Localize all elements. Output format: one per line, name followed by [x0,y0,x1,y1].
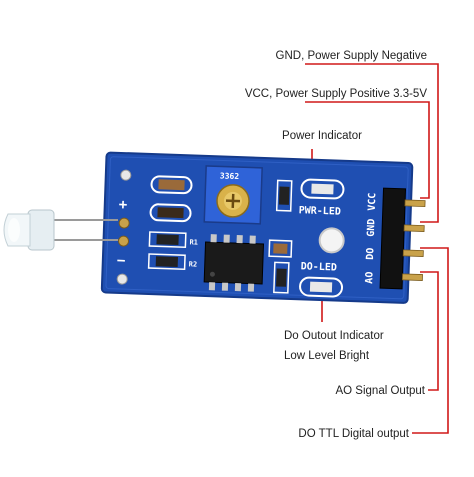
resistor-r4 [273,261,290,294]
resistor-r3 [275,179,293,212]
led-pad-2 [118,235,130,247]
capacitor-c1 [268,239,293,258]
power-led: PWR-LED [299,178,345,218]
do-indicator-sublabel: Low Level Bright [284,350,370,362]
capacitor-1 [150,175,193,195]
led-pad-1 [118,217,130,229]
capacitor-2 [149,203,192,223]
do-label: DO TTL Digital output [298,428,409,440]
svg-text:GND: GND [366,219,378,237]
vcc-leader [305,101,430,199]
resistor-r2: R2 [147,253,198,271]
svg-text:VCC: VCC [367,193,379,211]
vcc-label: VCC, Power Supply Positive 3.3-5V [245,88,427,100]
ir-led [3,209,118,251]
pin-silk-labels: VCC GND DO AO [364,193,378,284]
pin-header [379,187,426,290]
do-indicator-label: Do Outout Indicator [284,330,384,342]
gnd-leader [305,63,439,223]
resistor-r1: R1 [148,231,198,249]
potentiometer: 3362 [203,165,263,225]
mount-hole-center [318,227,345,254]
mount-hole-left [120,169,132,181]
do-led: DO-LED [299,261,344,298]
svg-text:R1: R1 [189,238,198,246]
svg-text:AO: AO [364,272,375,284]
pcb-body [100,151,414,304]
mount-hole-left-bottom [116,273,128,285]
do-led-label: DO-LED [301,261,337,273]
minus-label: − [117,253,126,269]
ao-leader [420,271,439,391]
svg-text:R2: R2 [189,260,198,268]
svg-text:DO: DO [365,248,376,260]
ao-label: AO Signal Output [336,385,426,397]
plus-label: + [119,197,128,213]
pot-marking: 3362 [220,171,240,181]
pwr-led-label: PWR-LED [299,205,342,217]
power-indicator-label: Power Indicator [282,130,362,142]
comparator-ic [203,234,265,292]
pcb-board: + − R1 R2 3362 [100,151,426,304]
gnd-label: GND, Power Supply Negative [276,50,427,62]
do-leader [412,247,449,434]
